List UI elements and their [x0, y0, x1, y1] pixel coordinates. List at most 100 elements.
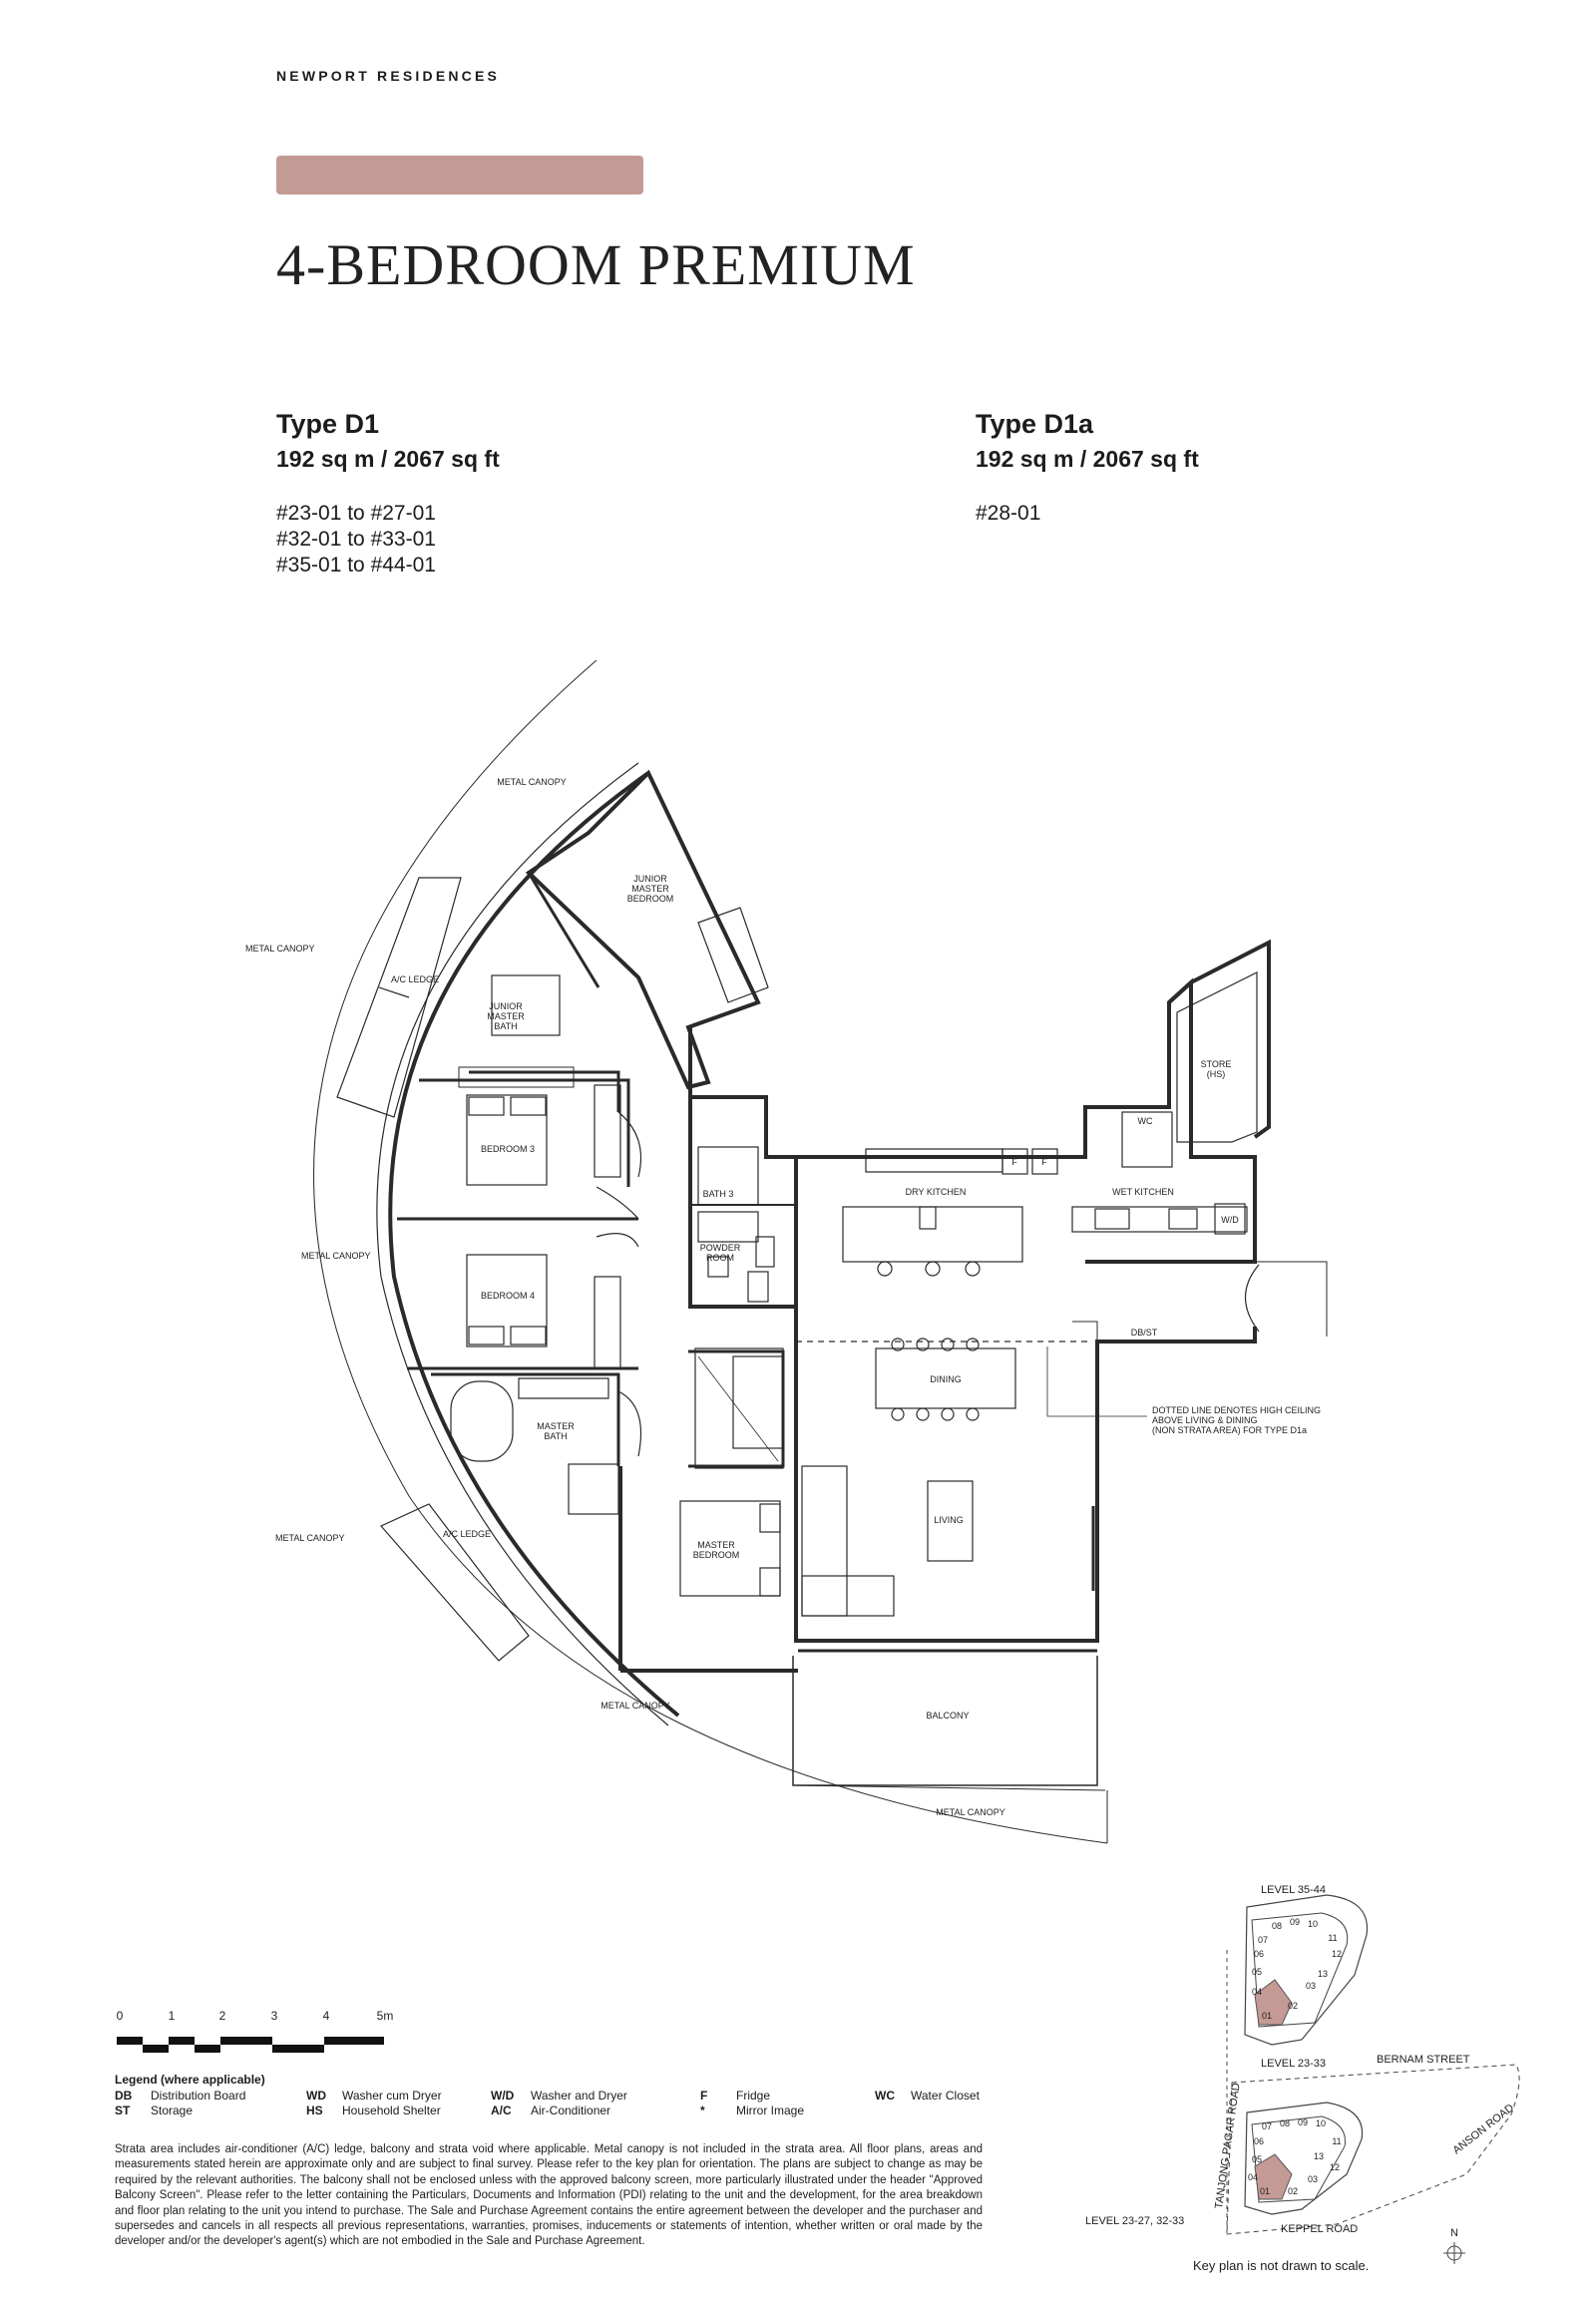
- kp-upper-unit: 03: [1306, 1981, 1316, 1991]
- kp-lower-unit: 02: [1288, 2186, 1298, 2196]
- label-master-bedroom-1: MASTER: [697, 1540, 735, 1550]
- legend-title: Legend (where applicable): [115, 2073, 265, 2087]
- keyplan-bernam-street: BERNAM STREET: [1377, 2054, 1470, 2066]
- kp-lower-unit: 03: [1308, 2174, 1318, 2184]
- kp-upper-unit: 05: [1252, 1967, 1262, 1977]
- label-living: LIVING: [934, 1515, 964, 1525]
- kp-lower-unit: 06: [1254, 2136, 1264, 2146]
- type-d1a-block: Type D1a 192 sq m / 2067 sq ft #28-01: [976, 409, 1199, 527]
- keyplan-upper-level: LEVEL 35-44: [1261, 1884, 1326, 1896]
- label-bath-3: BATH 3: [703, 1189, 734, 1199]
- label-jmbath-1: JUNIOR: [489, 1001, 523, 1011]
- accent-bar: [276, 156, 643, 194]
- kp-upper-unit: 08: [1272, 1921, 1282, 1931]
- label-ac-ledge-lower: A/C LEDGE: [443, 1529, 491, 1539]
- label-balcony: BALCONY: [926, 1711, 969, 1721]
- label-powder-2: ROOM: [706, 1253, 734, 1263]
- label-wd: W/D: [1221, 1215, 1239, 1225]
- kp-upper-unit: 01: [1262, 2011, 1272, 2021]
- label-wc: WC: [1138, 1116, 1153, 1126]
- scale-tick-5: 5m: [377, 2009, 394, 2023]
- label-metal-canopy-top: METAL CANOPY: [497, 777, 567, 787]
- legend-item: *Mirror Image: [700, 2104, 805, 2117]
- type-d1a-area: 192 sq m / 2067 sq ft: [976, 446, 1199, 472]
- label-wet-kitchen: WET KITCHEN: [1112, 1187, 1174, 1197]
- kp-upper-unit: 12: [1332, 1949, 1342, 1959]
- kp-lower-unit: 09: [1298, 2117, 1308, 2127]
- scale-tick-3: 3: [271, 2009, 278, 2023]
- label-jmbath-3: BATH: [494, 1021, 517, 1031]
- label-dining: DINING: [930, 1374, 962, 1384]
- type-d1-name: Type D1: [276, 409, 380, 439]
- disclaimer-text: Strata area includes air-conditioner (A/…: [115, 2143, 983, 2248]
- label-note-2: ABOVE LIVING & DINING: [1152, 1415, 1258, 1425]
- label-jmb-3: BEDROOM: [627, 894, 674, 904]
- label-metal-canopy-bottom: METAL CANOPY: [600, 1701, 670, 1711]
- label-metal-canopy-balcony: METAL CANOPY: [936, 1807, 1005, 1817]
- type-d1-units-2: #32-01 to #33-01: [276, 528, 436, 551]
- scale-tick-2: 2: [219, 2009, 226, 2023]
- brand-name: NEWPORT RESIDENCES: [276, 68, 501, 84]
- kp-lower-unit: 04: [1248, 2172, 1258, 2182]
- label-master-bedroom-2: BEDROOM: [693, 1550, 740, 1560]
- kp-lower-unit: 05: [1252, 2154, 1262, 2164]
- label-ac-ledge-upper: A/C LEDGE: [391, 974, 439, 984]
- label-metal-canopy-left-mid: METAL CANOPY: [301, 1251, 371, 1261]
- label-dry-kitchen: DRY KITCHEN: [906, 1187, 967, 1197]
- label-store-2: (HS): [1207, 1069, 1226, 1079]
- keyplan-keppel-road: KEPPEL ROAD: [1281, 2223, 1358, 2235]
- kp-lower-unit: 13: [1314, 2151, 1324, 2161]
- scale-tick-4: 4: [323, 2009, 330, 2023]
- label-metal-canopy-left-lower: METAL CANOPY: [275, 1533, 345, 1543]
- label-metal-canopy-left-upper: METAL CANOPY: [245, 944, 315, 954]
- label-master-bath-1: MASTER: [537, 1421, 575, 1431]
- kp-lower-unit: 10: [1316, 2118, 1326, 2128]
- legend-item: [875, 2104, 995, 2117]
- label-bedroom-3: BEDROOM 3: [481, 1144, 535, 1154]
- label-powder-1: POWDER: [700, 1243, 741, 1253]
- keyplan-note: Key plan is not drawn to scale.: [1193, 2258, 1370, 2273]
- label-fridge-2: F: [1041, 1157, 1047, 1167]
- label-jmb-2: MASTER: [631, 884, 669, 894]
- kp-upper-unit: 10: [1308, 1919, 1318, 1929]
- keyplan-tanjong-pagar-road: TANJONG PAGAR ROAD: [1213, 2083, 1243, 2210]
- label-bedroom-4: BEDROOM 4: [481, 1291, 535, 1301]
- scale-tick-0: 0: [117, 2009, 124, 2023]
- type-d1a-units-1: #28-01: [976, 502, 1041, 525]
- keyplan-anson-road: ANSON ROAD: [1450, 2102, 1516, 2156]
- kp-upper-unit: 07: [1258, 1935, 1268, 1945]
- keyplan-bottom-level: LEVEL 23-27, 32-33: [1085, 2215, 1184, 2227]
- keyplan-lower-level: LEVEL 23-33: [1261, 2058, 1326, 2070]
- type-d1-block: Type D1 192 sq m / 2067 sq ft #23-01 to …: [276, 409, 500, 578]
- type-d1-units-1: #23-01 to #27-01: [276, 502, 436, 525]
- label-jmb-1: JUNIOR: [633, 874, 667, 884]
- scale-tick-1: 1: [169, 2009, 176, 2023]
- keyplan-north-label: N: [1450, 2227, 1458, 2239]
- kp-lower-unit: 11: [1332, 2136, 1341, 2146]
- key-plan: [1226, 1894, 1520, 2264]
- label-db-st: DB/ST: [1131, 1328, 1158, 1338]
- kp-lower-unit: 07: [1262, 2121, 1272, 2131]
- kp-upper-unit: 11: [1328, 1933, 1337, 1943]
- label-note-1: DOTTED LINE DENOTES HIGH CEILING: [1152, 1405, 1321, 1415]
- scale-bar: 0 1 2 3 4 5m: [117, 2009, 394, 2053]
- type-d1-units-3: #35-01 to #44-01: [276, 554, 436, 576]
- kp-upper-unit: 13: [1318, 1969, 1328, 1979]
- label-master-bath-2: BATH: [544, 1431, 567, 1441]
- kp-lower-unit: 08: [1280, 2118, 1290, 2128]
- label-note-3: (NON STRATA AREA) FOR TYPE D1a: [1152, 1425, 1307, 1435]
- kp-upper-unit: 02: [1288, 2001, 1298, 2011]
- label-store-1: STORE: [1201, 1059, 1232, 1069]
- label-fridge-1: F: [1011, 1157, 1017, 1167]
- page-title: 4-BEDROOM PREMIUM: [276, 232, 916, 297]
- kp-lower-unit: 12: [1330, 2162, 1340, 2172]
